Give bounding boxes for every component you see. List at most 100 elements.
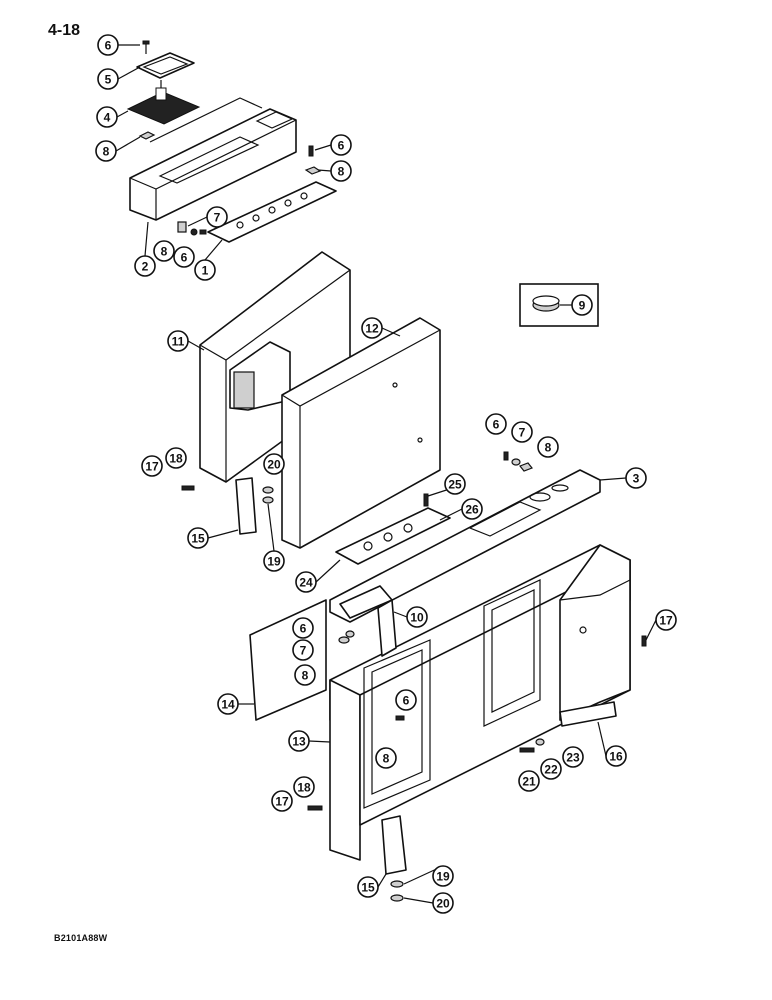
nut-part-8-top	[138, 131, 156, 140]
callout-c18b: 18	[293, 776, 315, 798]
callout-label: 10	[410, 611, 424, 625]
callout-c8b: 8	[330, 160, 352, 182]
panel-part-14	[249, 599, 327, 721]
panel-part-11	[199, 251, 351, 483]
callout-label: 13	[292, 735, 306, 749]
callout-label: 2	[142, 260, 149, 274]
callout-c11: 11	[167, 330, 189, 352]
callout-c4: 4	[96, 106, 118, 128]
callout-c17b: 17	[655, 609, 677, 631]
callout-c25: 25	[444, 473, 466, 495]
callout-c6a: 6	[97, 34, 119, 56]
callout-c26: 26	[461, 498, 483, 520]
callout-c8a: 8	[95, 140, 117, 162]
small-hardware-top-right	[304, 145, 322, 175]
callout-label: 6	[181, 251, 188, 265]
small-hardware-under-console	[177, 221, 207, 236]
callout-label: 23	[566, 751, 580, 765]
callout-c8c: 8	[153, 240, 175, 262]
plate-part-24	[335, 507, 451, 565]
callout-label: 19	[267, 555, 281, 569]
bracket-part-10	[377, 599, 397, 657]
callout-c24: 24	[295, 571, 317, 593]
callout-c6d: 6	[485, 413, 507, 435]
callout-c18a: 18	[165, 447, 187, 469]
callout-label: 25	[448, 478, 462, 492]
callout-label: 4	[104, 111, 111, 125]
callout-label: 8	[161, 245, 168, 259]
callout-label: 1	[202, 264, 209, 278]
callout-c15a: 15	[187, 527, 209, 549]
small-hardware-console-3	[423, 451, 533, 507]
callout-label: 19	[436, 870, 450, 884]
callout-label: 21	[522, 775, 536, 789]
callout-c19b: 19	[432, 865, 454, 887]
callout-label: 15	[361, 881, 375, 895]
callout-c8e: 8	[294, 664, 316, 686]
callout-c22: 22	[540, 758, 562, 780]
callout-label: 20	[267, 458, 281, 472]
callout-c10: 10	[406, 606, 428, 628]
callout-label: 11	[172, 335, 185, 349]
callout-label: 12	[365, 322, 379, 336]
callout-label: 6	[493, 418, 500, 432]
callout-label: 7	[519, 426, 526, 440]
callout-label: 6	[105, 39, 112, 53]
callout-c20a: 20	[263, 453, 285, 475]
callout-label: 5	[105, 73, 112, 87]
page-number: 4-18	[48, 22, 81, 39]
callout-label: 18	[297, 781, 311, 795]
fender-part-16	[559, 544, 631, 727]
callout-label: 8	[103, 145, 110, 159]
callout-label: 26	[465, 503, 479, 517]
callout-c7a: 7	[206, 206, 228, 228]
callout-label: 18	[169, 452, 183, 466]
console-part-3	[329, 469, 601, 623]
callout-c6e: 6	[292, 617, 314, 639]
callout-label: 6	[300, 622, 307, 636]
plate-part-1	[207, 181, 337, 243]
callout-c13: 13	[288, 730, 310, 752]
callout-c8d: 8	[537, 436, 559, 458]
callout-label: 16	[609, 750, 623, 764]
callout-c9: 9	[571, 294, 593, 316]
callout-c6f: 6	[395, 689, 417, 711]
callout-c1: 1	[194, 259, 216, 281]
callout-label: 8	[383, 752, 390, 766]
callout-c21: 21	[518, 770, 540, 792]
callout-c23: 23	[562, 746, 584, 768]
callout-label: 24	[299, 576, 313, 590]
callout-c20b: 20	[432, 892, 454, 914]
callout-c14: 14	[217, 693, 239, 715]
callout-label: 8	[338, 165, 345, 179]
callout-c7b: 7	[511, 421, 533, 443]
callout-c16: 16	[605, 745, 627, 767]
leader-lines	[115, 44, 657, 904]
callout-label: 6	[403, 694, 410, 708]
bolt-part-6-top	[142, 40, 150, 54]
callout-label: 14	[221, 698, 235, 712]
callout-c12: 12	[361, 317, 383, 339]
callout-label: 8	[545, 441, 552, 455]
callout-label: 20	[436, 897, 450, 911]
bracket-part-15-lower	[381, 815, 407, 875]
callout-c17c: 17	[271, 790, 293, 812]
panel-part-12	[281, 317, 441, 549]
callout-label: 9	[579, 299, 586, 313]
callout-c6b: 6	[330, 134, 352, 156]
washers-upper-left	[181, 485, 274, 504]
boot-part-4	[126, 80, 201, 125]
callout-label: 3	[633, 472, 640, 486]
callout-c15b: 15	[357, 876, 379, 898]
bracket-part-15-upper	[235, 477, 257, 535]
callout-label: 17	[659, 614, 673, 628]
figure-code: B2101A88W	[54, 933, 108, 943]
callout-c19a: 19	[263, 550, 285, 572]
callout-label: 7	[214, 211, 221, 225]
callout-label: 22	[544, 763, 558, 777]
washers-lower	[307, 630, 647, 902]
callout-label: 8	[302, 669, 309, 683]
callout-c2: 2	[134, 255, 156, 277]
